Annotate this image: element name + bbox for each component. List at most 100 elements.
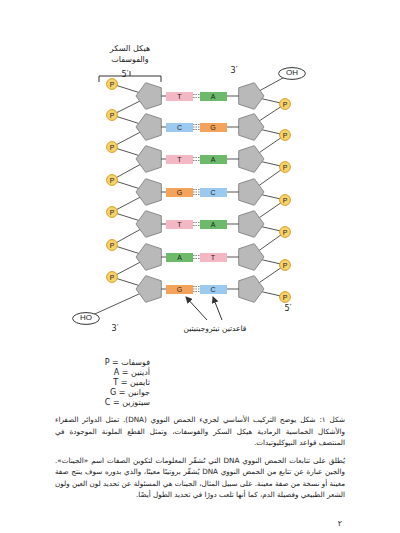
node-label: G: [177, 189, 182, 196]
hydrogen-bond: [193, 190, 200, 195]
phosphate-circle: P: [279, 161, 291, 173]
node-outline: [166, 285, 193, 294]
node-outline: [107, 207, 118, 218]
bases-label: قاعدتين نيتروجينيتين: [183, 324, 247, 334]
key-line: سيتوزين = C: [70, 398, 150, 409]
phosphate-circle: P: [279, 259, 291, 271]
base-block: A: [200, 92, 227, 101]
node-label: A: [211, 93, 216, 100]
node-outline: [200, 123, 227, 132]
node-label: P: [110, 112, 115, 119]
body-paragraph: يُطلق على تتابعات الحمض النووي DNA التي …: [55, 455, 345, 501]
node-outline: [200, 220, 227, 229]
node-label: G: [210, 124, 215, 131]
node-outline: [280, 162, 291, 173]
hydroxyl-end: HO: [72, 312, 100, 325]
base-block: C: [200, 285, 227, 294]
phosphate-circle: P: [279, 226, 291, 238]
strand-end-label: 5′: [117, 70, 133, 81]
key-line: جوانين = G: [70, 388, 150, 399]
base-block: T: [200, 253, 227, 262]
node-label: A: [211, 221, 216, 228]
node-outline: [280, 227, 291, 238]
node-label: A: [211, 156, 216, 163]
node-outline: [166, 253, 193, 262]
strand-end-label: 3′: [226, 66, 242, 77]
node-label: G: [177, 286, 182, 293]
phosphate-circle: P: [106, 271, 118, 283]
leader-arrow: [213, 297, 222, 320]
node-outline: [107, 240, 118, 251]
node-outline: [166, 220, 193, 229]
node-outline: [107, 79, 118, 90]
node-label: P: [110, 144, 115, 151]
base-block: G: [166, 285, 193, 294]
node-label: P: [110, 242, 115, 249]
base-block: C: [200, 188, 227, 197]
node-outline: [107, 175, 118, 186]
phosphate-circle: P: [106, 78, 118, 90]
node-label: T: [177, 93, 181, 100]
node-label: HO: [80, 314, 92, 322]
base-block: A: [200, 155, 227, 164]
node-label: P: [283, 294, 288, 301]
hydrogen-bond: [193, 125, 200, 130]
node-outline: [200, 188, 227, 197]
phosphate-circle: P: [106, 174, 118, 186]
node-label: T: [177, 221, 181, 228]
sugar-base-links: [161, 96, 239, 289]
node-outline: [107, 142, 118, 153]
node-label: P: [110, 177, 115, 184]
base-block: G: [166, 188, 193, 197]
node-label: T: [211, 254, 215, 261]
node-outline: [166, 188, 193, 197]
node-label: P: [283, 197, 288, 204]
key-line: أدينين = A: [70, 368, 150, 379]
phosphate-circle: P: [279, 129, 291, 141]
base-block: G: [200, 123, 227, 132]
node-outline: [166, 123, 193, 132]
node-label: P: [283, 132, 288, 139]
phosphate-circle: P: [106, 206, 118, 218]
node-outline: [200, 285, 227, 294]
hydrogen-bond: [193, 158, 200, 161]
node-outline: [280, 195, 291, 206]
phosphate-circle: P: [279, 291, 291, 303]
node-outline: [166, 155, 193, 164]
hydrogen-bond: [193, 95, 200, 98]
node-outline: [200, 92, 227, 101]
node-label: P: [110, 209, 115, 216]
node-label: P: [110, 274, 115, 281]
node-outline: [280, 99, 291, 110]
key-line: ثايمين = T: [70, 378, 150, 389]
key-line: فوسفات = P: [70, 358, 150, 369]
base-block: T: [166, 155, 193, 164]
node-outline: [280, 260, 291, 271]
backbone-label: هيكل السكر والفوسفات: [98, 44, 162, 66]
hydroxyl-end: OH: [278, 67, 306, 80]
node-outline: [280, 292, 291, 303]
leader-arrow: [186, 297, 207, 320]
node-label: P: [283, 262, 288, 269]
node-label: C: [210, 189, 215, 196]
node-outline: [279, 67, 306, 79]
node-label: P: [283, 101, 288, 108]
node-label: P: [283, 164, 288, 171]
node-label: P: [110, 81, 115, 88]
node-label: A: [177, 254, 182, 261]
page-number: ٢: [333, 519, 347, 530]
phosphate-circle: P: [106, 239, 118, 251]
phosphate-circle: P: [106, 141, 118, 153]
hydrogen-bond: [193, 223, 200, 226]
base-block: C: [166, 123, 193, 132]
phosphate-circle: P: [106, 109, 118, 121]
base-block: T: [166, 220, 193, 229]
node-outline: [280, 130, 291, 141]
hydrogen-bond: [193, 256, 200, 259]
node-outline: [200, 253, 227, 262]
phosphate-circle: P: [279, 194, 291, 206]
base-block: A: [166, 253, 193, 262]
